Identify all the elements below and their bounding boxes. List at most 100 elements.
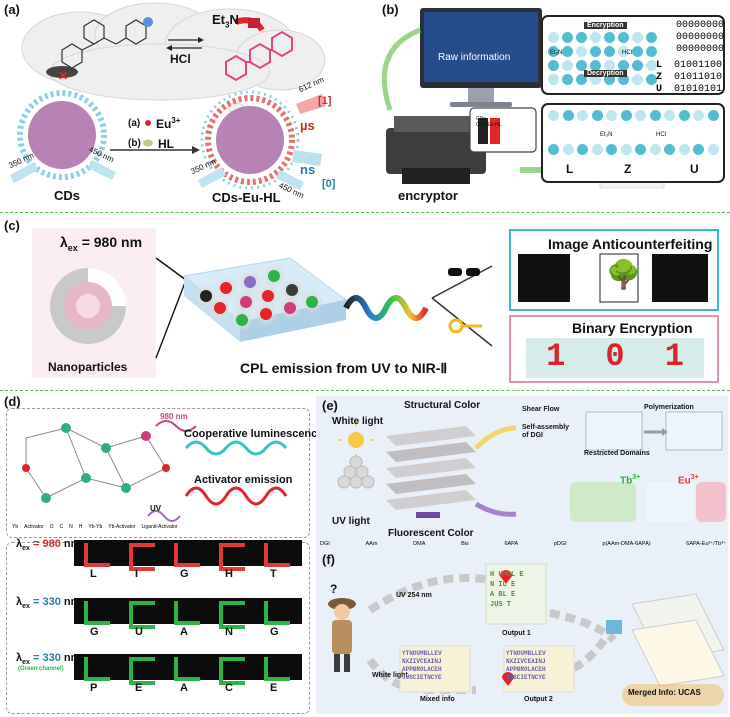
encryption-dot: [632, 46, 643, 57]
legend-item: pDGI: [553, 541, 567, 547]
encryption-dot: [632, 60, 643, 71]
glyph-letter: E: [270, 682, 278, 694]
nanosecond-label: ns: [300, 162, 316, 177]
glyph-mark: [219, 543, 245, 571]
cooperative-luminescence-label: Cooperative luminescence: [184, 428, 324, 440]
encryption-dot: [562, 46, 573, 57]
package-icon: [606, 620, 622, 634]
encryption-dot: [604, 32, 615, 43]
encryption-dot: [562, 32, 573, 43]
molecule-closed: [225, 30, 293, 82]
merged-info-label: Merged Info: UCAS: [628, 688, 701, 697]
glyph-letter: P: [90, 682, 98, 694]
spectral-wave: [343, 295, 429, 321]
glyph-letter: I: [135, 568, 139, 580]
material-legend: DGI AAm DMA Bis 6APA pDGI p(AAm-DMA-6APA…: [320, 538, 726, 550]
nanoparticle-icon: [50, 268, 126, 344]
eu-ion-label: Eu3+: [156, 116, 181, 131]
glyph-letter: C: [225, 682, 233, 694]
structure-legend: Yb Activator O C N H Yb-Yb Yb-Activator …: [12, 524, 308, 530]
encryption-dot: [590, 60, 601, 71]
legend-item: 6APA-Eu³⁺/Tb³⁺: [686, 541, 726, 547]
decryption-dot: [591, 144, 603, 155]
panel-e-label: (e): [322, 398, 338, 413]
legend-item: p(AAm-DMA-6APA): [602, 541, 651, 547]
beam-450-right: [276, 170, 304, 190]
monitor-icon: [420, 8, 542, 107]
encryption-dot: [646, 32, 657, 43]
encryption-dot: [576, 60, 587, 71]
decryption-dot: [548, 144, 559, 155]
output2-label: Output 2: [524, 696, 553, 703]
layered-photonic-film: [386, 426, 476, 510]
encryption-dot: [646, 74, 657, 85]
legend-item: Yb: [12, 524, 19, 530]
decryption-dot: [707, 110, 719, 121]
emissive-particle: [306, 296, 318, 308]
cds-eu-hl-nanosphere: [200, 90, 300, 190]
decryption-dot: [693, 110, 704, 121]
binary-digit: 1: [664, 337, 684, 375]
decryption-dot: [664, 110, 675, 121]
n-atom-icon: [143, 17, 153, 27]
panel-c-label: (c): [4, 218, 20, 233]
legend-item: DMA: [413, 541, 426, 547]
excitation-label: λex = 980 nm: [16, 538, 81, 553]
legend-item: 6APA: [504, 541, 519, 547]
emissive-particle: [240, 296, 252, 308]
glyph-mark: [174, 543, 200, 567]
glyph-letter: N: [225, 626, 233, 638]
hcl-label: HCl: [170, 52, 191, 66]
decryption-dot: [591, 110, 603, 121]
glyph-mark: [174, 601, 200, 625]
excitation-label: λex = 330 nm: [16, 596, 81, 611]
cpl-emission-label: CPL emission from UV to NIR-Ⅱ: [240, 360, 448, 376]
legend-item: H: [78, 524, 83, 530]
tb-ion-label: Tb3+: [620, 474, 641, 487]
b-letter-z: Z: [624, 162, 632, 176]
glyph-letter: G: [270, 626, 279, 638]
decryption-dot: [562, 144, 574, 155]
nanoparticles-label: Nanoparticles: [48, 360, 128, 374]
panel-c-illustration: [32, 228, 719, 383]
glyph-mark: [84, 543, 110, 567]
decryption-dot: [649, 144, 661, 155]
decryption-dot: [577, 110, 588, 121]
binary-zero-rows: 00000000 00000000 00000000: [676, 20, 725, 55]
separator-top: [0, 212, 730, 213]
panel-f-illustration: [328, 563, 725, 706]
beam-ns: [292, 150, 322, 166]
encryption-dot: [548, 60, 559, 71]
decryption-dot: [562, 110, 574, 121]
encryption-dot: [562, 74, 573, 85]
encryption-dot: [618, 46, 629, 57]
b-letter-l: L: [566, 162, 574, 176]
excitation-label: λex = 330 nm: [16, 652, 81, 667]
beam-350-left: [10, 162, 38, 183]
location-pin-icon: [500, 570, 512, 584]
panel-e-illustration: [337, 411, 726, 522]
decryption-dot: [577, 144, 588, 155]
encryption-dot: [562, 60, 573, 71]
glyph-letter: G: [180, 568, 189, 580]
glyph-letter: T: [270, 568, 277, 580]
encryption-dot: [548, 46, 559, 57]
encryption-dot: [632, 74, 643, 85]
glyph-mark: [264, 543, 290, 567]
output1-label: Output 1: [502, 630, 531, 637]
glyph-letter: A: [180, 626, 188, 638]
decryption-dot: [707, 144, 719, 155]
decryption-dot: [606, 144, 617, 155]
encryption-dot: [590, 32, 601, 43]
decryption-dot: [548, 110, 559, 121]
legend-item: Yb-Activator: [108, 524, 136, 530]
beam-450-left: [88, 160, 116, 180]
encryption-dot: [576, 46, 587, 57]
decryption-dot: [678, 110, 690, 121]
encryption-dot: [646, 46, 657, 57]
glyph-mark: [174, 657, 200, 681]
step-b-label: (b): [128, 138, 141, 149]
